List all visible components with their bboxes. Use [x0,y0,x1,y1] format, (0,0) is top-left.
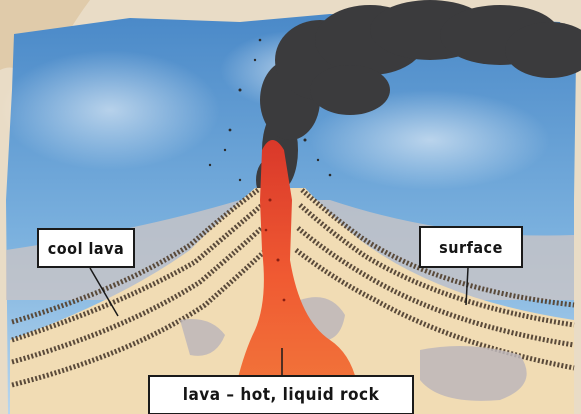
label-surface: surface [419,226,523,268]
cloud [0,50,220,170]
label-lava: lava – hot, liquid rock [148,375,414,414]
label-cool-lava: cool lava [37,228,135,268]
